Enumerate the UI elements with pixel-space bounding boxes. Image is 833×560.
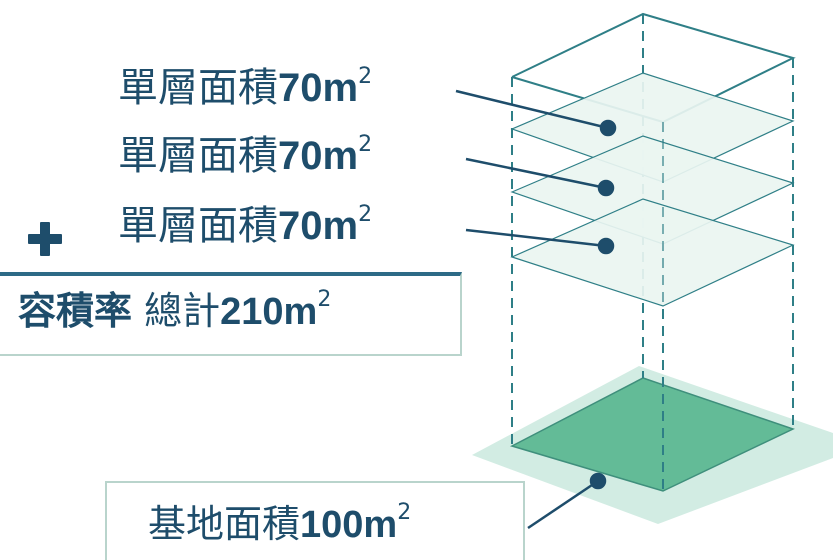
leader-dot-floor-3 bbox=[597, 237, 615, 255]
total-unit: m bbox=[283, 291, 318, 333]
floor-area-label-3: 單層面積70m2 bbox=[118, 203, 372, 249]
site-value: 100 bbox=[300, 504, 364, 546]
total-text: 總計 bbox=[144, 289, 221, 333]
floor-area-unit: m bbox=[322, 66, 359, 110]
leader-line-site bbox=[527, 479, 599, 530]
site-area-label: 基地面積100m2 bbox=[148, 502, 411, 546]
leader-dot-site bbox=[589, 472, 607, 490]
floor-area-unit: m bbox=[322, 204, 359, 248]
site-box bbox=[105, 481, 525, 560]
floor-area-text: 單層面積 bbox=[118, 65, 278, 111]
total-area-label: 容積率 總計210m2 bbox=[18, 289, 331, 333]
floor-area-value: 70 bbox=[278, 66, 323, 110]
site-text: 基地面積 bbox=[148, 502, 301, 546]
floor-area-label-1: 單層面積70m2 bbox=[118, 65, 372, 111]
floor-area-power: 2 bbox=[358, 202, 373, 227]
floor-area-value: 70 bbox=[278, 134, 323, 178]
leader-line-floor-1 bbox=[455, 89, 609, 130]
total-power: 2 bbox=[317, 287, 332, 312]
plus-icon bbox=[28, 222, 62, 256]
site-power: 2 bbox=[397, 500, 412, 525]
total-box bbox=[0, 272, 462, 356]
site-unit: m bbox=[363, 504, 398, 546]
floor-area-power: 2 bbox=[358, 132, 373, 157]
floor-area-text: 單層面積 bbox=[118, 133, 278, 179]
floor-plate-3 bbox=[510, 198, 795, 307]
floor-area-text: 單層面積 bbox=[118, 203, 278, 249]
leader-dot-floor-2 bbox=[597, 179, 615, 197]
leader-line-floor-3 bbox=[465, 228, 607, 248]
floor-area-power: 2 bbox=[358, 64, 373, 89]
leader-dot-floor-1 bbox=[599, 119, 617, 137]
site-area bbox=[510, 377, 795, 492]
far-key: 容積率 bbox=[18, 289, 133, 333]
leader-lines bbox=[455, 89, 617, 530]
leader-line-floor-2 bbox=[465, 157, 607, 190]
floor-area-label-2: 單層面積70m2 bbox=[118, 133, 372, 179]
floor-area-unit: m bbox=[322, 134, 359, 178]
total-value: 210 bbox=[220, 291, 284, 333]
floor-area-value: 70 bbox=[278, 204, 323, 248]
